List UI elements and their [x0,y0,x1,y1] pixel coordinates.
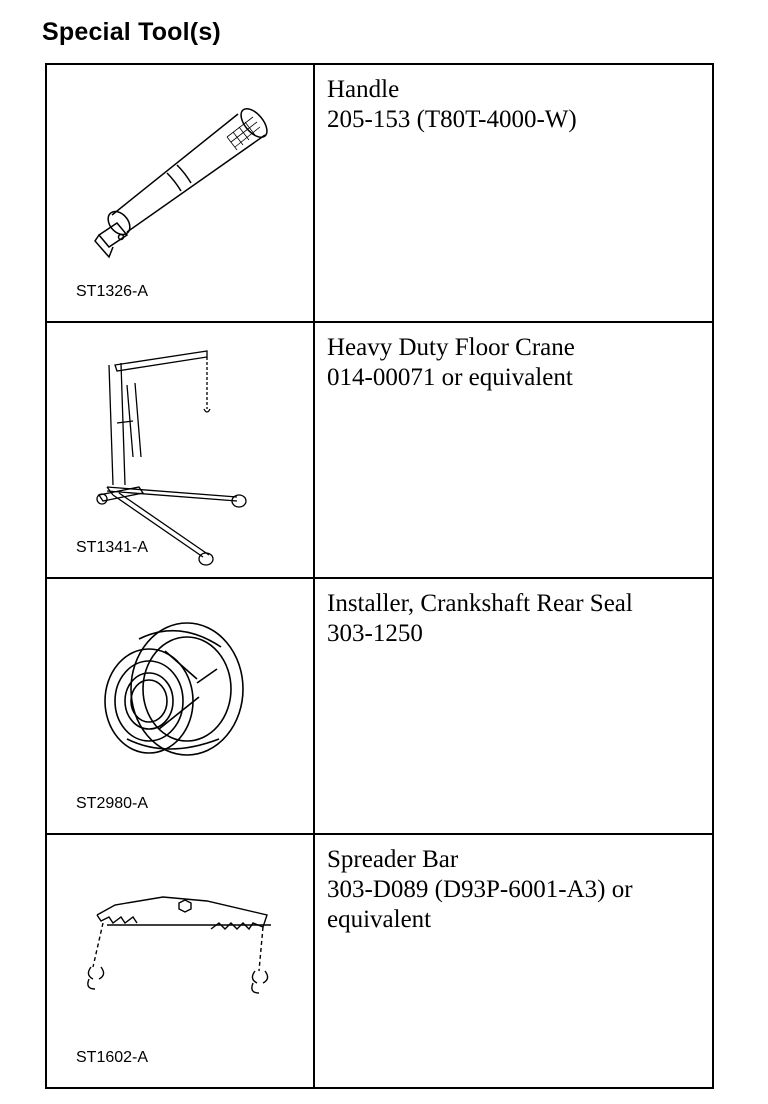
handle-illustration-icon [94,108,268,259]
tool-row-floor-crane: ST1341-A Heavy Duty Floor Crane 014-0007… [47,323,712,579]
tool-image-cell: ST1326-A [47,65,315,321]
floor-crane-illustration-icon [96,350,247,566]
tool-row-spreader-bar: ST1602-A Spreader Bar 303-D089 (D93P-600… [47,835,712,1087]
tool-row-handle: ST1326-A Handle 205-153 (T80T-4000-W) [47,65,712,323]
tool-description: Heavy Duty Floor Crane 014-00071 or equi… [327,333,707,393]
tool-image-cell: ST1602-A [47,835,315,1087]
tool-code: ST2980-A [76,795,149,812]
tool-number: 205-153 (T80T-4000-W) [327,106,577,133]
tool-row-seal-installer: ST2980-A Installer, Crankshaft Rear Seal… [47,579,712,835]
special-tools-table: ST1326-A Handle 205-153 (T80T-4000-W) [45,63,714,1089]
tool-description: Installer, Crankshaft Rear Seal 303-1250 [327,589,707,649]
tool-description: Spreader Bar 303-D089 (D93P-6001-A3) or … [327,845,707,935]
tool-number: 014-00071 or equivalent [327,364,573,391]
tool-code: ST1326-A [76,283,149,300]
tool-name: Handle [327,76,400,103]
tool-number: 303-1250 [327,620,423,647]
tool-image-cell: ST1341-A [47,323,315,577]
tool-description: Handle 205-153 (T80T-4000-W) [327,75,707,135]
tool-name: Spreader Bar [327,846,459,873]
tool-code: ST1602-A [76,1049,149,1066]
tool-number-continued: equivalent [327,906,432,933]
tool-code: ST1341-A [76,539,149,556]
seal-installer-illustration-icon [104,622,244,756]
spreader-bar-illustration-icon [87,896,271,994]
tool-image-cell: ST2980-A [47,579,315,833]
page-title: Special Tool(s) [42,18,221,46]
tool-name: Heavy Duty Floor Crane [327,334,575,361]
tool-name: Installer, Crankshaft Rear Seal [327,590,633,617]
tool-number: 303-D089 (D93P-6001-A3) or [327,876,633,903]
